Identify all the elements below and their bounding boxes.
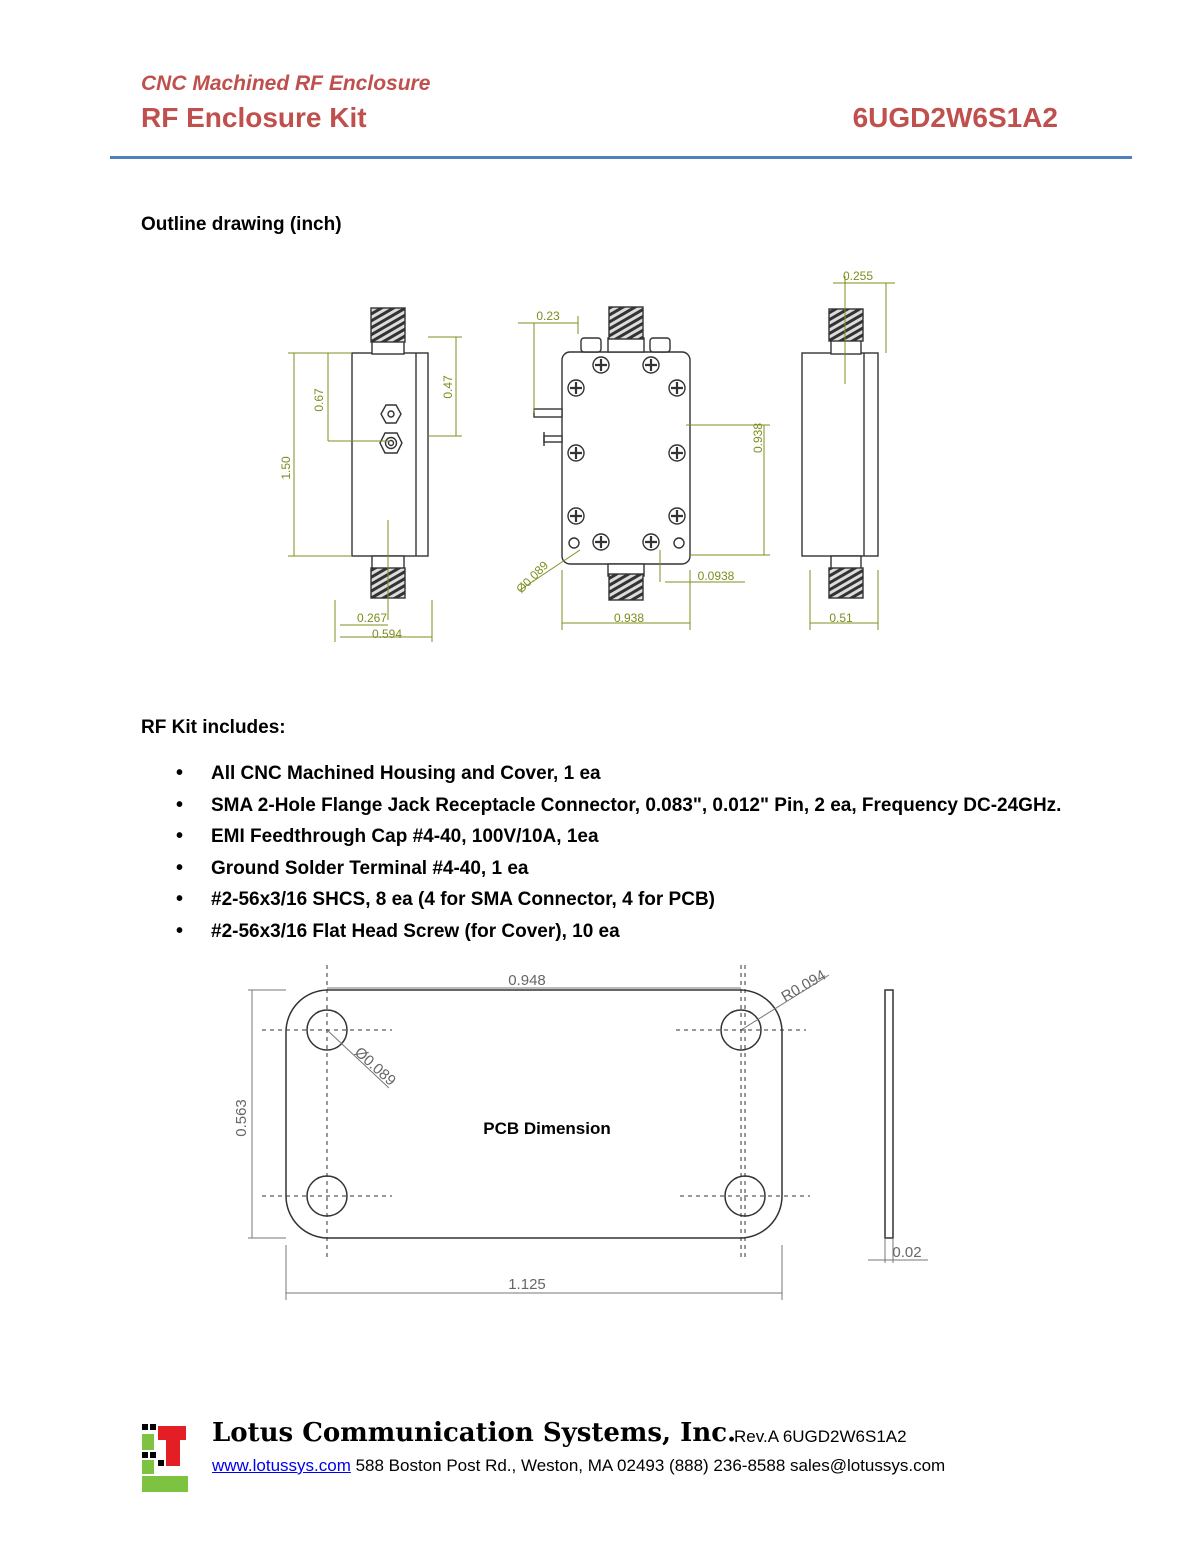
pcb-width-total: 1.125 <box>508 1276 546 1293</box>
right-side-view <box>801 308 879 599</box>
kit-item: Ground Solder Terminal #4-40, 1 ea <box>141 853 1061 885</box>
dim-front-00938: 0.0938 <box>698 569 735 583</box>
dim-front-023: 0.23 <box>536 309 560 323</box>
pcb-drawing: 0.948 R0.094 Ø0.089 0.563 1.125 0.02 PCB… <box>233 965 928 1300</box>
dim-front-0938-h: 0.938 <box>614 611 644 625</box>
dim-side-0594: 0.594 <box>372 627 402 641</box>
header-subtitle: CNC Machined RF Enclosure <box>141 72 431 95</box>
kit-heading: RF Kit includes: <box>141 717 286 738</box>
dim-side-height: 1.50 <box>279 456 293 480</box>
address: 588 Boston Post Rd., Weston, MA 02493 (8… <box>350 1456 946 1475</box>
side-view <box>351 307 429 599</box>
pcb-radius: R0.094 <box>779 967 829 1006</box>
page-title: RF Enclosure Kit <box>141 102 367 133</box>
kit-list: All CNC Machined Housing and Cover, 1 ea… <box>141 758 1061 947</box>
front-view <box>533 306 691 601</box>
dim-side-067: 0.67 <box>312 388 326 412</box>
dim-side-047: 0.47 <box>441 375 455 399</box>
contact-line: www.lotussys.com 588 Boston Post Rd., We… <box>212 1456 945 1476</box>
dim-right-051: 0.51 <box>829 611 853 625</box>
pcb-thickness: 0.02 <box>892 1244 921 1261</box>
website-link[interactable]: www.lotussys.com <box>212 1456 351 1475</box>
pcb-width-top: 0.948 <box>508 972 546 989</box>
dim-side-0267: 0.267 <box>357 611 387 625</box>
part-number: 6UGD2W6S1A2 <box>852 102 1058 133</box>
kit-item: SMA 2-Hole Flange Jack Receptacle Connec… <box>141 790 1061 822</box>
kit-item: #2-56x3/16 SHCS, 8 ea (4 for SMA Connect… <box>141 884 1061 916</box>
kit-item: All CNC Machined Housing and Cover, 1 ea <box>141 758 1061 790</box>
pcb-height: 0.563 <box>233 1099 250 1137</box>
dim-front-0938-v: 0.938 <box>751 423 765 453</box>
pcb-hole: Ø0.089 <box>351 1044 399 1090</box>
revision: Rev.A 6UGD2W6S1A2 <box>734 1427 907 1446</box>
header-divider <box>110 156 1132 159</box>
outline-heading: Outline drawing (inch) <box>141 214 342 235</box>
kit-item: EMI Feedthrough Cap #4-40, 100V/10A, 1ea <box>141 821 1061 853</box>
company-name: Lotus Communication Systems, Inc. <box>212 1418 737 1448</box>
pcb-label: PCB Dimension <box>483 1119 611 1138</box>
kit-item: #2-56x3/16 Flat Head Screw (for Cover), … <box>141 916 1061 948</box>
outline-drawing: 1.50 0.67 0.47 0.267 0.594 0.23 0.938 Ø0… <box>279 269 895 642</box>
dim-right-0255: 0.255 <box>843 269 873 283</box>
company-logo <box>142 1424 188 1492</box>
